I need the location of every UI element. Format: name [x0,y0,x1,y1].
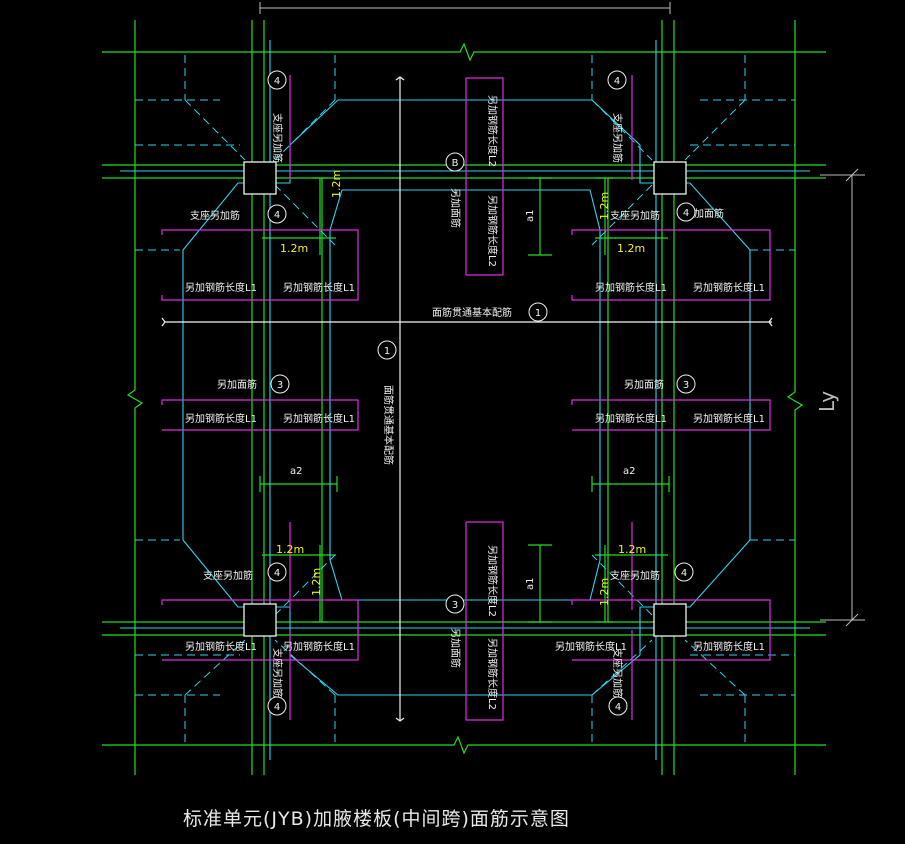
marker-4: 4 [274,568,280,579]
label-a1: a1 [525,578,536,591]
label-through-basic: 面筋贯通基本配筋 [432,306,512,319]
label-support-extra: 支座另加筋 [610,569,660,582]
label-1-2m: 1.2m [280,242,308,255]
marker-4: 4 [274,702,280,713]
label-l1: 另加钢筋长度L1 [693,640,765,653]
marker-3: 3 [452,600,458,611]
column-top-left [243,161,277,195]
label-support-extra-v: 支座另加筋 [271,648,284,698]
column-bottom-right [653,603,687,637]
label-l2: 另加钢筋长度L2 [486,638,499,710]
label-support-extra-v: 支座另加筋 [611,648,624,698]
label-a2: a2 [623,466,636,477]
label-extra-top-v: 另加面筋 [449,628,462,668]
label-l1: 另加钢筋长度L1 [693,412,765,425]
diagram-title: 标准单元(JYB)加腋楼板(中间跨)面筋示意图 [183,808,570,830]
label-1-2m: 1.2m [310,568,323,596]
marker-4: 4 [274,76,280,87]
label-a1: a1 [525,210,536,223]
label-support-extra: 支座另加筋 [610,209,660,222]
label-extra-top: 另加面筋 [217,378,257,391]
label-extra-top: 另加面筋 [624,378,664,391]
label-extra-top-v: 另加面筋 [449,188,462,228]
marker-1: 1 [384,346,390,357]
label-through-basic-v: 面筋贯通基本配筋 [382,385,395,465]
label-l1: 另加钢筋长度L1 [185,281,257,294]
marker-3: 3 [683,380,689,391]
label-l1: 另加钢筋长度L1 [283,640,355,653]
marker-3: 3 [277,380,283,391]
marker-b: B [452,158,459,169]
basic-rebar [161,76,773,722]
ly-dimension [259,2,865,627]
marker-4: 4 [681,568,687,579]
label-1-2m: 1.2m [330,170,343,198]
label-1-2m: 1.2m [598,578,611,606]
haunch-dashed [135,55,795,745]
label-a2: a2 [290,466,303,477]
column-bottom-left [243,603,277,637]
label-1-2m: 1.2m [617,242,645,255]
label-l1: 另加钢筋长度L1 [283,281,355,294]
label-1-2m: 1.2m [618,543,646,556]
label-l1: 另加钢筋长度L1 [555,640,627,653]
label-support-extra-v: 支座另加筋 [611,113,624,163]
label-1-2m: 1.2m [598,192,611,220]
marker-4: 4 [274,210,280,221]
label-support-extra: 支座另加筋 [203,569,253,582]
label-l2: 另加钢筋长度L2 [486,95,499,167]
columns [243,161,687,637]
label-1-2m: 1.2m [276,543,304,556]
marker-4: 4 [683,208,689,219]
marker-4: 4 [614,76,620,87]
label-l2: 另加钢筋长度L2 [486,195,499,267]
label-ly: Ly [815,391,839,412]
label-l1: 另加钢筋长度L1 [595,281,667,294]
label-l1: 另加钢筋长度L1 [693,281,765,294]
axis-grid [102,20,826,775]
extra-bars [161,75,771,721]
column-top-right [653,161,687,195]
label-l1: 另加钢筋长度L1 [185,412,257,425]
label-l1: 另加钢筋长度L1 [595,412,667,425]
label-support-extra: 支座另加筋 [190,209,240,222]
markers [267,70,696,716]
label-l1: 另加钢筋长度L1 [283,412,355,425]
label-support-extra-v: 支座另加筋 [271,113,284,163]
marker-4: 4 [615,702,621,713]
marker-1: 1 [535,308,541,319]
label-l1: 另加钢筋长度L1 [185,640,257,653]
label-l2: 另加钢筋长度L2 [486,545,499,617]
